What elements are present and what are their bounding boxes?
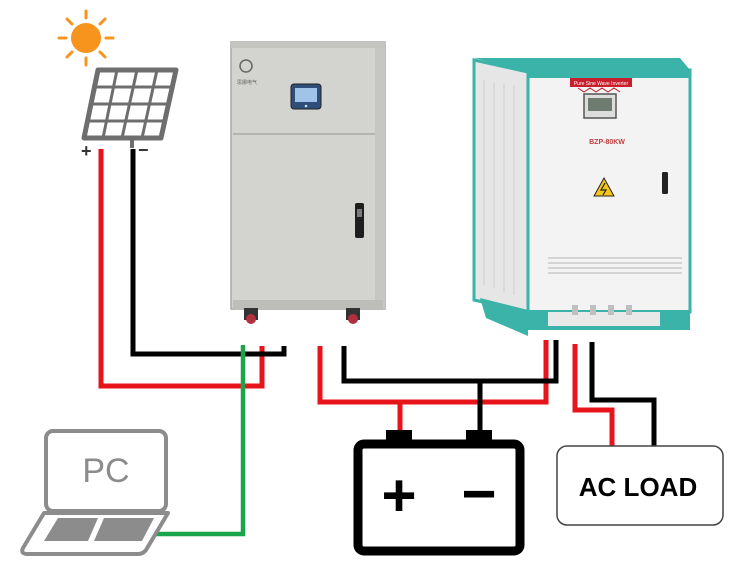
battery-plus-sign: + [381,462,416,529]
inverter-model-text: BZP-80KW [589,139,625,146]
inverter-cable-glands [572,305,632,315]
controller-door-handle [355,203,364,238]
sun-icon [57,9,115,67]
pc-label: PC [82,452,129,490]
inverter-vents [548,257,682,274]
ac-load-box [556,445,724,526]
inverter-door-handle [662,172,668,194]
laptop-icon [20,429,170,556]
pv-positive-label: + [81,141,92,161]
controller-battery-positive-wire [317,340,549,405]
controller-brand-text: 思娜电气 [237,79,257,86]
wiring [98,149,657,537]
inverter-cabinet: Pure Sine Wave Inverter BZP-80KW [472,58,692,336]
inverter-title-plate [570,78,632,87]
battery-minus-sign: − [461,460,496,527]
pv-negative-label: − [138,140,149,160]
inverter-title-text: Pure Sine Wave Inverter [574,81,629,87]
ac-neutral-wire [589,342,657,447]
pv-positive-wire [98,149,265,389]
battery-icon [353,430,525,556]
controller-battery-negative-wire [341,340,559,384]
controller-wheels [244,308,360,324]
brand-logo [239,59,253,73]
pv-negative-wire [130,149,287,357]
ac-load-label: AC LOAD [579,472,697,502]
charge-controller-cabinet: 思娜电气 [230,41,386,324]
warning-icon [593,176,615,197]
solar-panel-icon [81,67,179,148]
communication-wire [150,345,246,537]
ac-live-wire [572,344,615,447]
